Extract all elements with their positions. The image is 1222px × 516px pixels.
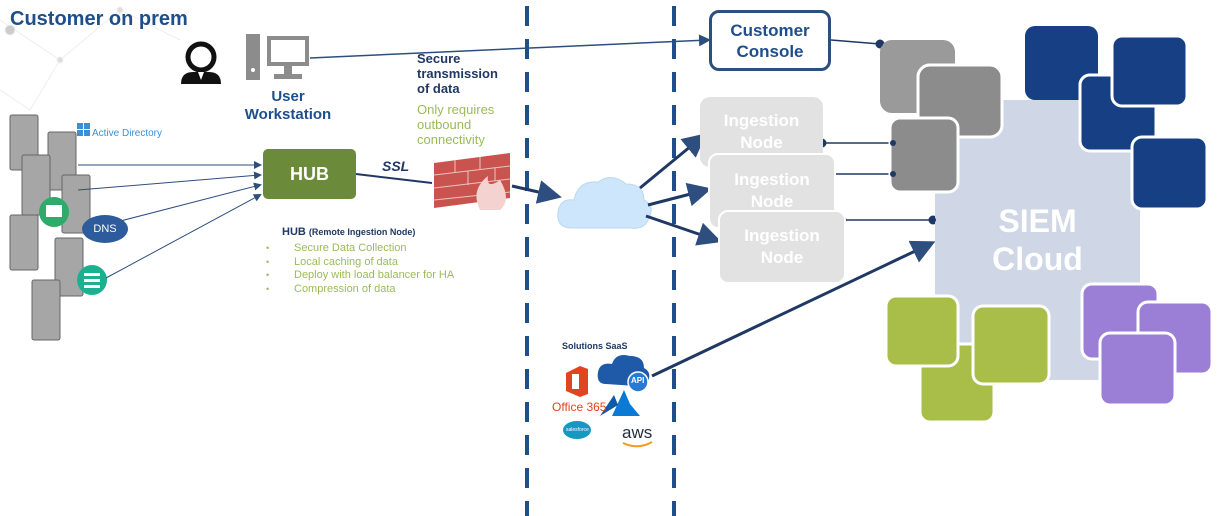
node2-line1: Ingestion xyxy=(734,170,810,189)
outbound-line3: connectivity xyxy=(417,132,485,147)
page-title: Customer on prem xyxy=(10,8,188,30)
hub-desc-name: HUB xyxy=(282,226,306,238)
outbound-line2: outbound xyxy=(417,117,472,132)
source-arrows xyxy=(77,161,262,279)
api-label: API xyxy=(631,376,645,385)
hub-feature-item: Local caching of data xyxy=(262,256,454,270)
node2-line2: Node xyxy=(750,192,794,211)
secure-transmission-title: Secure transmission of data xyxy=(417,51,527,96)
console-line1: Customer xyxy=(730,20,810,40)
cloud-to-nodes-arrows xyxy=(639,133,722,246)
salesforce-label: salesforce xyxy=(566,427,589,433)
workstation-to-console-line xyxy=(309,34,711,59)
saas-to-siem-arrow xyxy=(651,240,936,378)
customer-console-box: Customer Console xyxy=(709,10,831,71)
background-network-decoration xyxy=(0,6,181,111)
office365-icon xyxy=(566,366,588,397)
node3-line1: Ingestion xyxy=(744,226,820,245)
workstation-icon xyxy=(246,34,309,80)
hub-node: HUB xyxy=(263,149,356,199)
azure-icon xyxy=(600,390,640,416)
firewall-icon xyxy=(433,153,511,210)
workstation-label-line2: Workstation xyxy=(244,106,332,123)
hub-feature-list: Secure Data Collection Local caching of … xyxy=(262,242,454,296)
siem-line1: SIEM xyxy=(998,203,1077,239)
secure-line3: of data xyxy=(417,81,460,96)
ingestion-node-3: Ingestion Node xyxy=(718,210,846,284)
ssl-label: SSL xyxy=(382,158,410,174)
secure-line2: transmission xyxy=(417,66,498,81)
secure-line1: Secure xyxy=(417,51,461,66)
hub-feature-item: Deploy with load balancer for HA xyxy=(262,269,454,283)
hub-feature-item: Compression of data xyxy=(262,283,454,297)
workstation-label-line1: User xyxy=(271,88,305,105)
firewall-to-cloud-arrow xyxy=(511,180,562,204)
aws-smile-icon xyxy=(622,441,653,448)
outbound-note: Only requires outbound connectivity xyxy=(417,102,527,147)
hub-to-firewall-line xyxy=(355,173,433,184)
printer-icon xyxy=(39,197,69,227)
user-icon xyxy=(181,41,221,84)
windows-icon xyxy=(77,123,90,136)
node1-line1: Ingestion xyxy=(723,111,800,130)
hub-feature-item: Secure Data Collection xyxy=(262,242,454,256)
workstation-label: User Workstation xyxy=(218,88,358,124)
hub-description-title: HUB (Remote Ingestion Node) xyxy=(282,226,415,238)
nodes-to-siem-lines xyxy=(817,138,938,225)
saas-title: Solutions SaaS xyxy=(562,341,628,351)
node1-line2: Node xyxy=(740,133,783,152)
office365-label: Office 365 xyxy=(552,400,607,414)
siem-line2: Cloud xyxy=(992,241,1083,277)
cloud-icon xyxy=(557,177,652,229)
outbound-line1: Only requires xyxy=(417,102,495,117)
cloud-api-icon xyxy=(597,355,650,393)
node3-line2: Node xyxy=(760,248,804,267)
dns-badge: DNS xyxy=(82,215,128,243)
aws-label: aws xyxy=(622,423,653,442)
log-list-icon xyxy=(77,265,107,295)
console-line2: Console xyxy=(736,41,804,61)
salesforce-icon xyxy=(563,421,591,439)
active-directory-label: Active Directory xyxy=(92,128,163,139)
hub-desc-subtitle: (Remote Ingestion Node) xyxy=(308,227,416,237)
console-to-siem-line xyxy=(830,39,885,49)
